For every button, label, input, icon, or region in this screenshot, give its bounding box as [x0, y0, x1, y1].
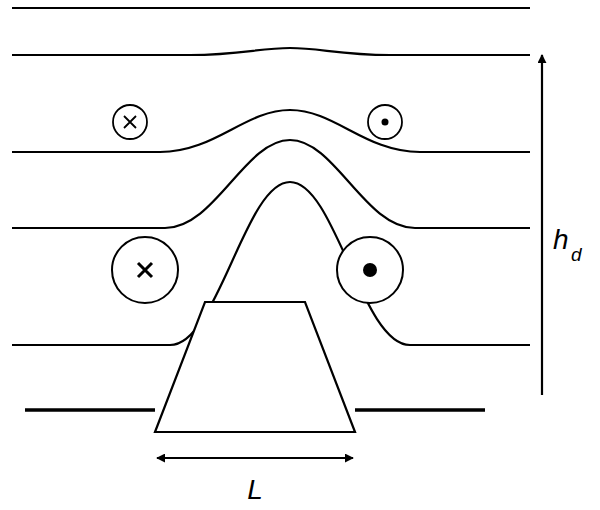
dot-symbol	[382, 119, 389, 126]
streamline	[12, 140, 530, 228]
obstacle-trapezoid	[155, 302, 355, 432]
height-label: h	[553, 226, 569, 254]
cross-symbol	[138, 263, 152, 277]
vortex-into-page	[113, 105, 147, 139]
height-arrow	[541, 55, 543, 395]
dot-symbol	[363, 263, 377, 277]
vortex-into-page	[112, 237, 178, 303]
streamline	[12, 48, 530, 55]
vortex-out-of-page	[368, 105, 402, 139]
height-subscript: d	[571, 245, 582, 264]
cross-symbol	[124, 116, 136, 128]
width-label: L	[247, 476, 263, 504]
streamline	[12, 7, 530, 9]
width-dimension-arrow	[157, 457, 353, 459]
vortex-out-of-page	[337, 237, 403, 303]
